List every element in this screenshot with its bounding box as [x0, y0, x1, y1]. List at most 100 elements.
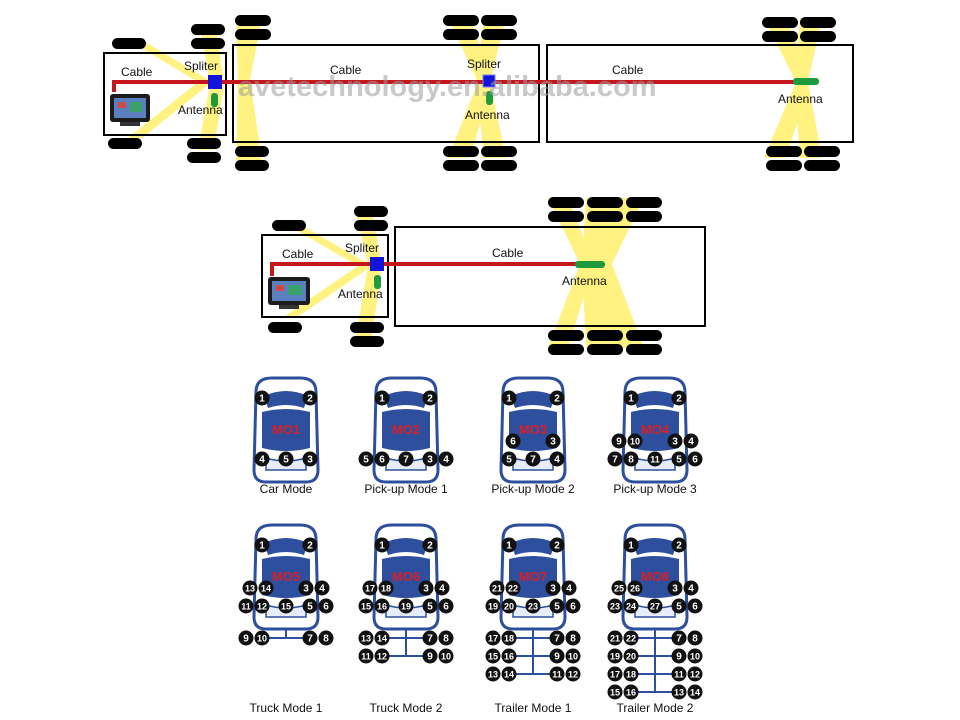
windshield [264, 538, 308, 555]
tire-sensor-circle [374, 390, 390, 406]
antenna-bar [374, 275, 381, 289]
tire-sensor-circle [501, 630, 517, 646]
tire-sensor-circle [505, 580, 521, 596]
cable-line [270, 262, 596, 276]
tire-sensor-number: 21 [610, 634, 620, 644]
tire-sensor-number: 2 [427, 394, 433, 405]
windshield [511, 538, 555, 555]
tire-sensor-circle [687, 648, 703, 664]
tire-sensor-number: 1 [259, 394, 265, 405]
tire-sensor-number: 14 [504, 670, 514, 680]
tire-sensor-number: 16 [377, 602, 387, 612]
tire-sensor-number: 9 [243, 634, 249, 645]
tire-sensor-number: 4 [566, 584, 572, 595]
tire-sensor-circle [623, 537, 639, 553]
tire-sensor-number: 8 [323, 634, 329, 645]
tire-sensor-circle [549, 648, 565, 664]
tire-sensor-circle [438, 451, 454, 467]
tire-sensor-number: 1 [506, 394, 512, 405]
trailer-frame [394, 226, 706, 327]
tire-sensor-number: 5 [554, 602, 560, 613]
tire-sensor-number: 13 [245, 584, 255, 594]
tire-sensor-number: 17 [365, 584, 375, 594]
mode-code-label: MO4 [641, 422, 670, 437]
tire-sensor-number: 4 [319, 584, 325, 595]
tire-sensor-circle [358, 451, 374, 467]
tire-sensor-circle [501, 537, 517, 553]
tire-sensor-circle [623, 630, 639, 646]
cable-label: Cable [492, 246, 524, 260]
tire-sensor-number: 6 [570, 602, 576, 613]
tire-sensor-number: 7 [612, 455, 618, 466]
tire-sensor-circle [671, 537, 687, 553]
tire-sensor-circle [398, 598, 414, 614]
tire-sensor-number: 5 [363, 455, 369, 466]
tire-sensor-circle [254, 598, 270, 614]
mode-caption: Trailer Mode 1 [495, 701, 572, 715]
tire-sensor-number: 8 [570, 634, 576, 645]
mode-code-label: MO1 [272, 422, 300, 437]
tire-sensor-circle [438, 630, 454, 646]
tire-sensor-circle [374, 451, 390, 467]
tire-sensor-circle [278, 598, 294, 614]
tire-sensor-number: 5 [676, 602, 682, 613]
tire-sensor-circle [318, 598, 334, 614]
tire-sensor-number: 7 [676, 634, 682, 645]
antenna-bar [793, 78, 819, 85]
tire-sensor-number: 2 [307, 394, 313, 405]
tire-sensor-number: 25 [614, 584, 624, 594]
tire-sensor-number: 7 [427, 634, 433, 645]
tire-sensor-circle [489, 580, 505, 596]
tire-sensor-circle [422, 390, 438, 406]
tire-sensor-number: 6 [323, 602, 329, 613]
tire-sensor-circle [501, 390, 517, 406]
antenna-bar [211, 93, 218, 107]
tire-sensor-number: 4 [439, 584, 445, 595]
tire-sensor-circle [607, 666, 623, 682]
tire-sensor-circle [298, 580, 314, 596]
tire-sensor-circle [671, 598, 687, 614]
tire-sensor-number: 18 [381, 584, 391, 594]
mode-caption: Truck Mode 2 [370, 701, 443, 715]
tire-sensor-circle [687, 630, 703, 646]
tire-sensor-circle [302, 537, 318, 553]
tire-sensor-circle [438, 648, 454, 664]
tire-sensor-circle [422, 598, 438, 614]
tire-sensor-number: 15 [488, 652, 498, 662]
mode-code-label: MO2 [392, 422, 420, 437]
car-roof [382, 409, 430, 451]
tire-sensor-number: 10 [441, 652, 451, 662]
tire-sensor-number: 7 [403, 455, 409, 466]
trailer-1-frame [232, 44, 540, 143]
cable-label: Cable [282, 247, 314, 261]
tire-sensor-number: 20 [504, 602, 514, 612]
tire-sensor-number: 18 [626, 670, 636, 680]
tire-sensor-circle [607, 684, 623, 700]
tire-sensor-circle [607, 451, 623, 467]
tire-sensor-number: 13 [361, 634, 371, 644]
tire-sensor-number: 10 [690, 652, 700, 662]
tire-sensor-number: 22 [626, 634, 636, 644]
tire-sensor-circle [314, 580, 330, 596]
tire-sensor-circle [623, 390, 639, 406]
tire-sensor-number: 12 [690, 670, 700, 680]
tire-sensor-number: 11 [650, 455, 660, 465]
car-roof [262, 409, 310, 451]
mode-caption: Pick-up Mode 2 [491, 482, 575, 496]
tire-sensor-circle [671, 390, 687, 406]
tire-sensor-number: 23 [528, 602, 538, 612]
tire-sensor-number: 8 [692, 634, 698, 645]
tire-sensor-number: 12 [377, 652, 387, 662]
tire-sensor-circle [318, 630, 334, 646]
tire-sensor-circle [398, 451, 414, 467]
tire-sensor-number: 12 [257, 602, 267, 612]
tire-sensor-number: 1 [379, 394, 385, 405]
tire-sensor-number: 4 [259, 455, 265, 466]
monitor-icon [110, 94, 150, 126]
tire-sensor-number: 1 [628, 394, 634, 405]
tire-sensor-circle [254, 537, 270, 553]
tire-sensor-number: 17 [610, 670, 620, 680]
tire-sensor-number: 5 [427, 602, 433, 613]
